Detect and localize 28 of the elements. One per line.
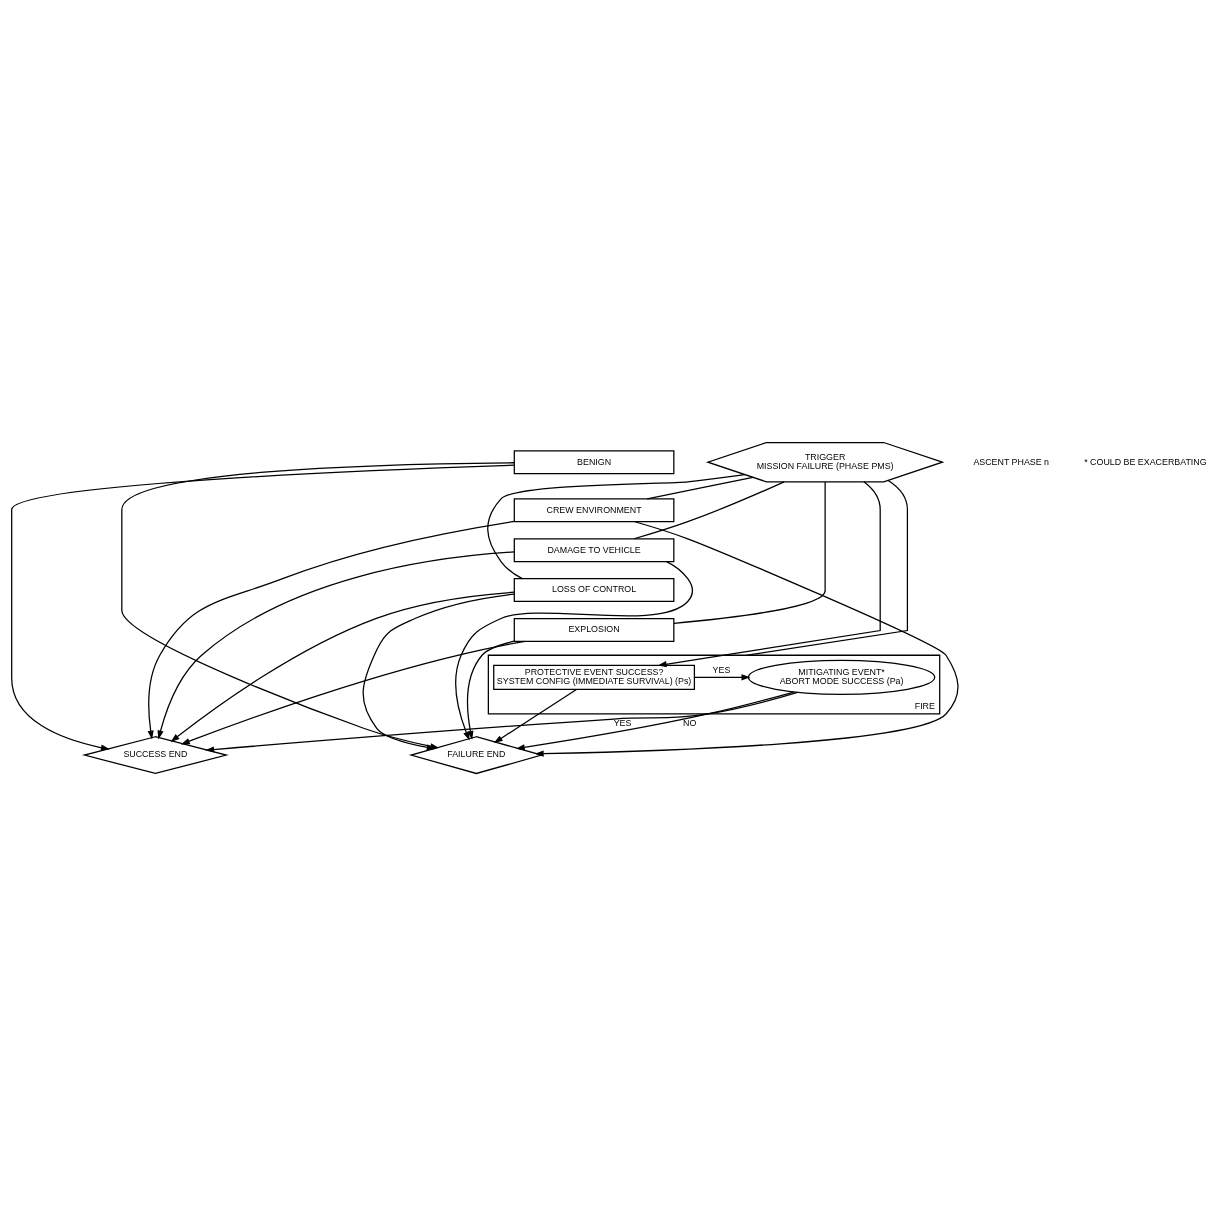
edge-label: YES bbox=[712, 665, 731, 676]
arrow bbox=[693, 674, 751, 681]
arrow bbox=[534, 521, 959, 757]
arrow bbox=[180, 640, 526, 745]
connector bbox=[487, 473, 746, 580]
node-box: LOSS OF CONTROL bbox=[513, 578, 675, 603]
label: ASCENT PHASE n bbox=[973, 456, 1050, 467]
node-ellipse: MITIGATING EVENT* ABORT MODE SUCCESS (Pa) bbox=[747, 659, 936, 695]
node-box: PROTECTIVE EVENT SUCCESS? SYSTEM CONFIG (IMMEDIATE SURVIVAL) (Ps) bbox=[493, 664, 696, 690]
edge-label: NO bbox=[683, 718, 697, 729]
node-box: BENIGN bbox=[513, 450, 675, 475]
arrow bbox=[455, 561, 694, 741]
node-box: DAMAGE TO VEHICLE bbox=[513, 538, 675, 563]
arrow bbox=[515, 691, 795, 751]
arrow bbox=[493, 688, 578, 744]
node-box: CREW ENVIRONMENT bbox=[513, 498, 675, 523]
edge-label: YES bbox=[613, 718, 632, 729]
arrow bbox=[170, 591, 515, 743]
connector bbox=[673, 481, 826, 624]
arrow bbox=[157, 551, 515, 740]
label: * COULD BE EXACERBATING bbox=[1084, 456, 1207, 467]
connector bbox=[745, 479, 909, 656]
arrow bbox=[147, 520, 515, 740]
connector bbox=[633, 481, 785, 540]
node-box: EXPLOSION bbox=[513, 617, 675, 642]
arrow bbox=[657, 481, 881, 668]
connector bbox=[646, 476, 754, 500]
arrow bbox=[467, 640, 515, 740]
